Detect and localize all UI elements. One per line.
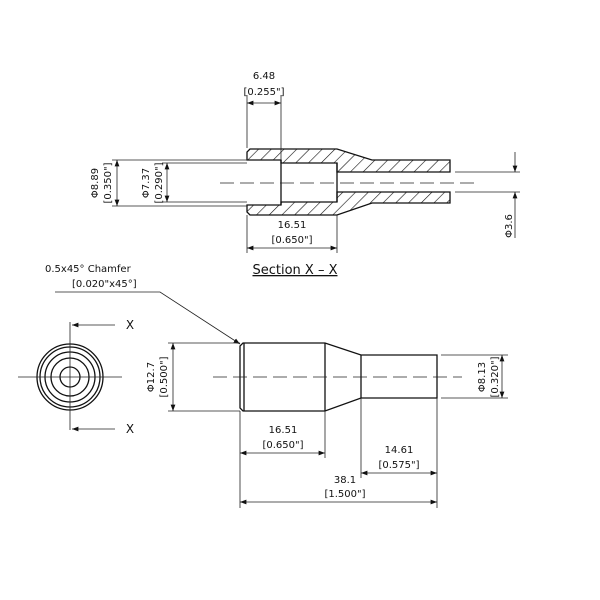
section-mark-bottom: X xyxy=(126,422,134,436)
chamfer-label-mm: 0.5x45° Chamfer xyxy=(45,264,132,275)
dim-hole-dia-mm: Φ3.6 xyxy=(504,214,515,238)
dim-tip-dia-in: [0.320"] xyxy=(490,356,501,397)
dim-bore-depth-mm: 16.51 xyxy=(278,220,307,231)
side-view: 0.5x45° Chamfer [0.020"x45°] Φ12.7 [0.50… xyxy=(45,264,508,508)
section-wall-top xyxy=(246,148,451,173)
dim-counterbore-length-in: [0.255"] xyxy=(243,87,284,98)
dim-bore-dia-mm: Φ7.37 xyxy=(141,168,152,198)
section-view: 6.48 [0.255"] Φ8.89 [0.350"] Φ7.37 [0.29… xyxy=(90,71,520,278)
dim-bore-depth-in: [0.650"] xyxy=(271,235,312,246)
dim-tip-length-in: [0.575"] xyxy=(378,460,419,471)
chamfer-label-in: [0.020"x45°] xyxy=(72,279,137,290)
dim-body-length-mm: 16.51 xyxy=(269,425,298,436)
dim-overall-length-mm: 38.1 xyxy=(334,475,356,486)
dim-bore-dia-in: [0.290"] xyxy=(154,162,165,203)
dim-counterbore-dia-mm: Φ8.89 xyxy=(90,168,101,198)
dim-body-length-in: [0.650"] xyxy=(262,440,303,451)
dim-body-dia-in: [0.500"] xyxy=(159,356,170,397)
dim-overall-length-in: [1.500"] xyxy=(324,489,365,500)
dim-tip-length-mm: 14.61 xyxy=(385,445,414,456)
section-title: Section X – X xyxy=(252,263,337,278)
dim-tip-dia-mm: Φ8.13 xyxy=(477,362,488,392)
dim-counterbore-length-mm: 6.48 xyxy=(253,71,275,82)
section-wall-bottom xyxy=(246,191,451,216)
dim-counterbore-dia-in: [0.350"] xyxy=(103,162,114,203)
dim-body-dia-mm: Φ12.7 xyxy=(146,362,157,392)
section-mark-top: X xyxy=(126,318,134,332)
end-view: X X xyxy=(18,318,134,436)
